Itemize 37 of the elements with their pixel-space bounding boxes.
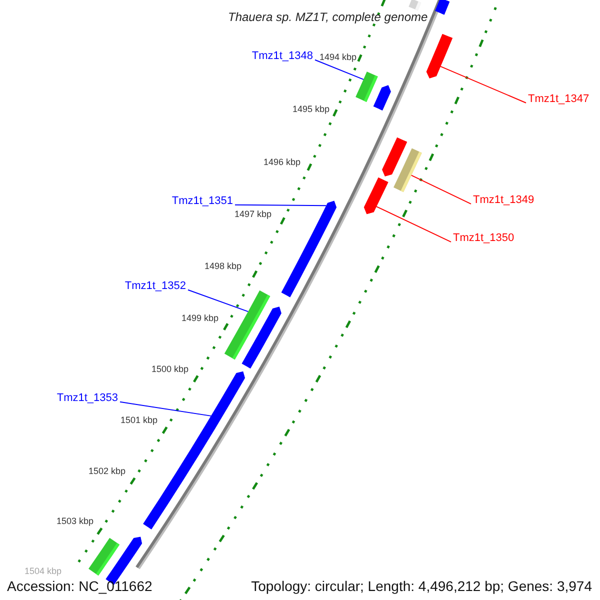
- gene-block: [426, 34, 453, 78]
- gene-block: [373, 85, 391, 110]
- genome-info-text: Topology: circular; Length: 4,496,212 bp; Genes: 3,974: [251, 578, 592, 595]
- gene-block: [281, 200, 336, 298]
- title: Thauera sp. MZ1T, complete genome: [228, 10, 428, 24]
- scale-label: 1503 kbp: [56, 516, 94, 527]
- scale-label: 1494 kbp: [319, 52, 357, 63]
- gene-label: Tmz1t_1353: [56, 392, 118, 406]
- gene-block: [394, 148, 422, 192]
- leader-line: [314, 59, 364, 80]
- leader-line: [376, 206, 452, 242]
- gene-label: Tmz1t_1347: [528, 93, 590, 106]
- scale-label: 1500 kbp: [151, 364, 189, 375]
- accession-text: Accession: NC_011662: [7, 578, 152, 595]
- scale-label: 1497 kbp: [234, 209, 272, 220]
- leader-line: [188, 289, 249, 312]
- leader-line: [234, 204, 327, 206]
- scale-label: 1504 kbp: [24, 566, 62, 577]
- gene-label: Tmz1t_1351: [172, 195, 233, 208]
- scale-label: 1498 kbp: [204, 261, 242, 272]
- gene-block: [435, 0, 450, 15]
- gene-label: Tmz1t_1348: [252, 50, 313, 64]
- leader-line: [440, 66, 526, 104]
- gene-label: Tmz1t_1350: [453, 232, 514, 246]
- gene-label: Tmz1t_1352: [124, 280, 186, 294]
- scale-label: 1501 kbp: [120, 415, 158, 426]
- leader-line: [120, 401, 212, 416]
- scale-label: 1496 kbp: [263, 157, 301, 168]
- gene-block: [356, 72, 378, 102]
- scale-label: 1499 kbp: [181, 313, 219, 324]
- gene-label: Tmz1t_1349: [473, 194, 534, 208]
- gene-block: [364, 177, 388, 214]
- scale-label: 1502 kbp: [88, 466, 126, 477]
- scale-label: 1495 kbp: [292, 104, 330, 115]
- gene-block: [242, 306, 282, 369]
- leader-line: [410, 174, 472, 204]
- gene-block: [408, 0, 422, 10]
